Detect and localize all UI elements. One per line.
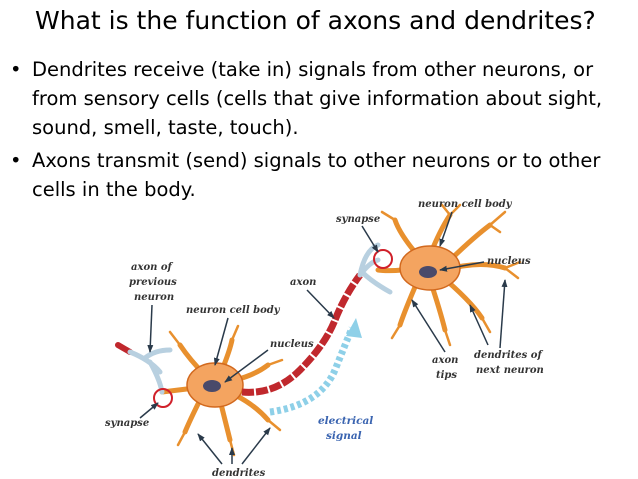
label-axon-of-2: previous — [129, 277, 177, 288]
label-synapse-top: synapse — [336, 214, 380, 225]
label-axon-of-3: neuron — [134, 292, 174, 303]
slide-title: What is the function of axons and dendri… — [35, 6, 596, 35]
label-nucleus-top: nucleus — [487, 256, 531, 267]
right-nucleus — [419, 266, 437, 278]
label-axon-tips-2: tips — [436, 370, 457, 381]
label-dendrites-next-1: dendrites of — [474, 350, 543, 361]
label-axon-of-1: axon of — [131, 262, 174, 273]
label-electrical-1: electrical — [318, 415, 373, 427]
label-dendrites-next-2: next neuron — [476, 365, 544, 376]
bullet-axons: Axons transmit (send) signals to other n… — [0, 146, 622, 204]
synapse-circle-top — [373, 249, 393, 269]
label-electrical-2: signal — [326, 430, 362, 442]
label-nucleus-left: nucleus — [270, 339, 314, 350]
label-axon-tips-1: axon — [432, 355, 458, 366]
previous-axon — [115, 342, 173, 395]
bullet-list: Dendrites receive (take in) signals from… — [0, 55, 638, 208]
electrical-signal-arrow — [269, 326, 356, 416]
label-synapse-bottom: synapse — [105, 418, 149, 429]
pointer-arrows — [139, 211, 508, 465]
left-nucleus — [203, 380, 221, 392]
bullet-dendrites: Dendrites receive (take in) signals from… — [0, 55, 638, 142]
label-axon: axon — [290, 277, 316, 288]
label-dendrites: dendrites — [212, 468, 266, 479]
label-neuron-cell-body-left: neuron cell body — [186, 305, 281, 316]
synapse-circle-bottom — [153, 388, 173, 408]
label-neuron-cell-body-top: neuron cell body — [418, 199, 513, 210]
